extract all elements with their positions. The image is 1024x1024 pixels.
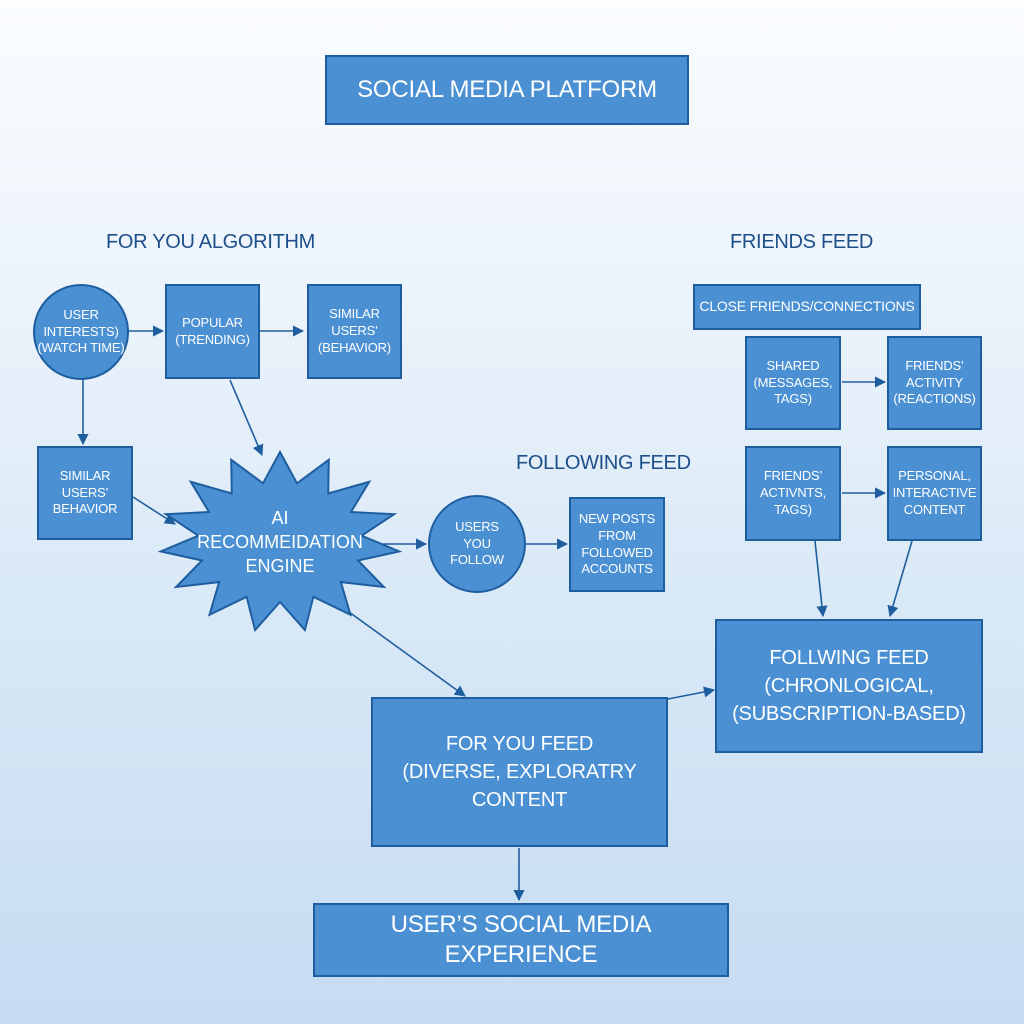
- follwing-feed-node: FOLLWING FEED (CHRONLOGICAL, (SUBSCRIPTI…: [715, 619, 983, 753]
- friends-feed-heading: FRIENDS FEED: [730, 231, 874, 253]
- friends-activnts-node: FRIENDS’ ACTIVNTS, TAGS): [745, 446, 841, 541]
- friends-activity-node: FRIENDS’ ACTIVITY (REACTIONS): [887, 336, 982, 430]
- for-you-algorithm-heading: FOR YOU ALGORITHM: [106, 231, 316, 253]
- user-experience-node: USER’S SOCIAL MEDIA EXPERIENCE: [313, 903, 729, 977]
- shared-messages-node: SHARED (MESSAGES, TAGS): [745, 336, 841, 430]
- close-friends-node: CLOSE FRIENDS/CONNECTIONS: [693, 284, 921, 330]
- arrow-for-you-to-following: [667, 686, 716, 700]
- following-feed-heading: FOLLOWING FEED: [516, 452, 691, 474]
- users-you-follow-node: USERS YOU FOLLOW: [428, 495, 526, 593]
- platform-title-box: SOCIAL MEDIA PLATFORM: [325, 55, 689, 125]
- arrow-activnts-to-follwing: [814, 540, 828, 618]
- engine-starburst-shape: [158, 450, 402, 633]
- engine-label: AI RECOMMEIDATION ENGINE: [197, 507, 363, 577]
- arrow-similar-left-to-engine: [132, 496, 176, 525]
- arrow-engine-to-for-you-feed: [337, 603, 466, 697]
- popular-trending-node: POPULAR (TRENDING): [165, 284, 260, 379]
- user-interests-node: USER INTERESTS) (WATCH TIME): [33, 284, 129, 380]
- arrow-popular-to-engine: [229, 379, 264, 457]
- similar-users-left-node: SIMILAR USERS’ BEHAVIOR: [37, 446, 133, 540]
- new-posts-node: NEW POSTS FROM FOLLOWED ACCOUNTS: [569, 497, 665, 592]
- arrow-personal-to-follwing: [887, 540, 913, 618]
- personal-interactive-node: PERSONAL, INTERACTIVE CONTENT: [887, 446, 982, 541]
- ai-recommendation-engine-node: AI RECOMMEIDATION ENGINE: [158, 450, 402, 634]
- similar-users-behavior-node: SIMILAR USERS’ (BEHAVIOR): [307, 284, 402, 379]
- for-you-feed-node: FOR YOU FEED (DIVERSE, EXPLORATRY CONTEN…: [371, 697, 668, 847]
